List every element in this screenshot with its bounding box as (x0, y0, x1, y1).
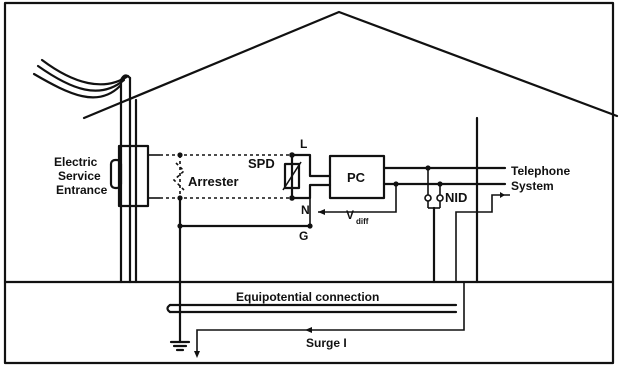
vdiff-arrow (318, 209, 325, 215)
line-label: L (300, 137, 307, 151)
spd-varistor (283, 162, 301, 190)
meter-face (109, 158, 123, 190)
ground-label: G (299, 229, 308, 243)
junction-neutral-ground (307, 223, 313, 229)
vdiff-label: V (346, 208, 354, 222)
surge-entry-path (455, 194, 510, 282)
pc-box (328, 154, 386, 200)
junction-vdiff (393, 181, 399, 187)
service-drop-wire-1 (32, 72, 122, 99)
pc-label: PC (347, 170, 366, 185)
neutral-conductor (290, 183, 332, 200)
junction-arrester-top (177, 152, 183, 158)
nid-protector-left (424, 194, 432, 202)
house-roof (82, 10, 619, 120)
junction-spd-top (289, 152, 295, 158)
telephone-label-line2: System (511, 179, 554, 193)
surge-current-arrow-down (194, 351, 200, 358)
vdiff-subscript: diff (356, 217, 369, 226)
junction-nid-bottom (437, 181, 443, 187)
junction-spd-bottom (289, 195, 295, 201)
surge-current-label: Surge I (306, 336, 347, 350)
diagram-frame (3, 1, 615, 365)
line-conductor (290, 153, 332, 178)
arrester-label: Arrester (188, 174, 239, 189)
nid-protector-right (436, 194, 444, 202)
meter-box (117, 144, 150, 208)
spd-varistor-slash (282, 161, 302, 191)
telephone-label-line1: Telephone (511, 164, 570, 178)
junction-nid-top (425, 165, 431, 171)
entrance-label-line3: Entrance (56, 183, 108, 197)
entrance-label-line2: Service (58, 169, 101, 183)
service-drop-wire-3 (40, 58, 130, 86)
nid-label: NID (445, 190, 467, 205)
junction-arrester-bottom (177, 195, 183, 201)
equipotential-end (166, 303, 172, 314)
surge-current-path (196, 282, 465, 355)
vdiff-lead (318, 184, 397, 213)
spd-label: SPD (248, 156, 275, 171)
service-drop-wire-2 (36, 64, 126, 92)
entrance-label-line1: Electric (54, 155, 98, 169)
surge-entry-arrow (500, 192, 505, 198)
arrester-symbol (172, 162, 186, 191)
equipotential-label: Equipotential connection (236, 290, 379, 304)
neutral-label: N (301, 203, 310, 217)
junction-ground-bus (177, 223, 183, 229)
surge-current-arrow-left (305, 327, 312, 333)
service-mast-head (119, 74, 132, 82)
